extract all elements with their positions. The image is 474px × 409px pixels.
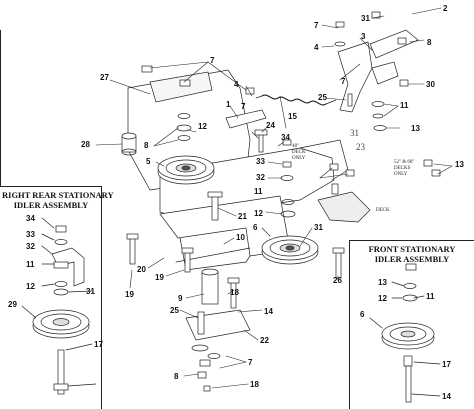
spacer-28 bbox=[121, 132, 137, 156]
fr-callout-12: 12 bbox=[378, 294, 387, 303]
right-rear-idler-drawing bbox=[21, 217, 97, 395]
ref-23-note: 23 bbox=[356, 142, 365, 152]
callout-33: 33 bbox=[256, 157, 265, 166]
fr-callout-14: 14 bbox=[442, 392, 451, 401]
rr-callout-31: 31 bbox=[86, 287, 95, 296]
fr-callout-11: 11 bbox=[426, 292, 435, 301]
callout-31: 31 bbox=[361, 14, 370, 23]
note-48-line1: 48" bbox=[292, 144, 300, 149]
callout-4: 4 bbox=[314, 43, 319, 52]
callout-4: 4 bbox=[234, 80, 239, 89]
callout-3: 3 bbox=[361, 32, 366, 41]
leader-lines bbox=[95, 7, 453, 389]
callout-25: 25 bbox=[170, 306, 179, 315]
callout-24: 24 bbox=[266, 121, 275, 130]
deck-tab bbox=[317, 191, 371, 223]
main-left-border bbox=[0, 30, 1, 186]
callout-9: 9 bbox=[178, 294, 183, 303]
callout-18: 18 bbox=[230, 288, 239, 297]
rr-callout-33: 33 bbox=[26, 230, 35, 239]
callout-7: 7 bbox=[241, 102, 246, 111]
callout-20: 20 bbox=[137, 265, 146, 274]
callout-13: 13 bbox=[455, 160, 464, 169]
note-52-line1: 52" & 60" bbox=[394, 160, 415, 165]
note-52-60-decks: 52" & 60" DECKS ONLY bbox=[394, 160, 414, 178]
hardware-stack-center bbox=[126, 191, 345, 318]
fr-callout-13: 13 bbox=[378, 278, 387, 287]
front-title-line2: IDLER ASSEMBLY bbox=[374, 254, 450, 264]
callout-14: 14 bbox=[264, 307, 273, 316]
pulley-5 bbox=[157, 155, 215, 185]
note-52-line2: DECKS bbox=[394, 166, 411, 171]
rr-callout-12: 12 bbox=[26, 282, 35, 291]
front-title: FRONT STATIONARY IDLER ASSEMBLY bbox=[352, 244, 472, 264]
callout-12: 12 bbox=[198, 122, 207, 131]
fr-callout-17: 17 bbox=[442, 360, 451, 369]
deck-label: DECK bbox=[376, 208, 390, 213]
pulley-6 bbox=[261, 235, 319, 265]
callout-15: 15 bbox=[288, 112, 297, 121]
callout-19: 19 bbox=[155, 273, 164, 282]
callout-8: 8 bbox=[144, 141, 149, 150]
callout-1: 1 bbox=[226, 100, 231, 109]
rr-callout-17: 17 bbox=[94, 340, 103, 349]
callout-7: 7 bbox=[248, 358, 253, 367]
callout-11: 11 bbox=[254, 187, 263, 196]
ref-31-note: 31 bbox=[350, 128, 359, 138]
right-rear-title-line1: RIGHT REAR STATIONARY bbox=[2, 190, 114, 200]
callout-7: 7 bbox=[314, 21, 319, 30]
callout-31: 31 bbox=[314, 223, 323, 232]
callout-12: 12 bbox=[254, 209, 263, 218]
note-48-line3: ONLY bbox=[292, 156, 306, 161]
callout-7: 7 bbox=[210, 56, 215, 65]
lower-channel-bracket bbox=[159, 195, 291, 271]
front-inset-frame bbox=[349, 240, 474, 409]
note-52-line3: ONLY bbox=[394, 172, 408, 177]
callout-34: 34 bbox=[281, 133, 290, 142]
callout-27: 27 bbox=[100, 73, 109, 82]
callout-32: 32 bbox=[256, 173, 265, 182]
callout-10: 10 bbox=[236, 233, 245, 242]
right-rear-inset-frame bbox=[0, 186, 102, 409]
callout-8: 8 bbox=[427, 38, 432, 47]
note-48-line2: DECK bbox=[292, 150, 306, 155]
fr-callout-6: 6 bbox=[360, 310, 365, 319]
callout-13: 13 bbox=[411, 124, 420, 133]
callout-25: 25 bbox=[318, 93, 327, 102]
callout-21: 21 bbox=[238, 212, 247, 221]
callout-22: 22 bbox=[260, 336, 269, 345]
callout-19: 19 bbox=[125, 290, 134, 299]
front-title-line1: FRONT STATIONARY bbox=[368, 244, 456, 254]
right-rear-title: RIGHT REAR STATIONARY IDLER ASSEMBLY bbox=[2, 190, 114, 210]
right-rear-title-line2: IDLER ASSEMBLY bbox=[13, 200, 89, 210]
idler-arm bbox=[337, 29, 419, 113]
rr-callout-29: 29 bbox=[8, 300, 17, 309]
callout-18: 18 bbox=[250, 380, 259, 389]
callout-5: 5 bbox=[146, 157, 151, 166]
rr-callout-34: 34 bbox=[26, 214, 35, 223]
lower-bracket-22 bbox=[185, 309, 251, 392]
callout-6: 6 bbox=[253, 223, 258, 232]
note-48-deck: 48" DECK ONLY bbox=[292, 144, 306, 162]
callout-28: 28 bbox=[81, 140, 90, 149]
rr-callout-32: 32 bbox=[26, 242, 35, 251]
rr-callout-11: 11 bbox=[26, 260, 35, 269]
callout-11: 11 bbox=[400, 101, 409, 110]
extension-spring bbox=[255, 94, 337, 106]
callout-7: 7 bbox=[341, 77, 346, 86]
front-idler-drawing bbox=[369, 263, 441, 403]
callout-30: 30 bbox=[426, 80, 435, 89]
callout-8: 8 bbox=[174, 372, 179, 381]
callout-2: 2 bbox=[443, 4, 448, 13]
callout-26: 26 bbox=[333, 276, 342, 285]
